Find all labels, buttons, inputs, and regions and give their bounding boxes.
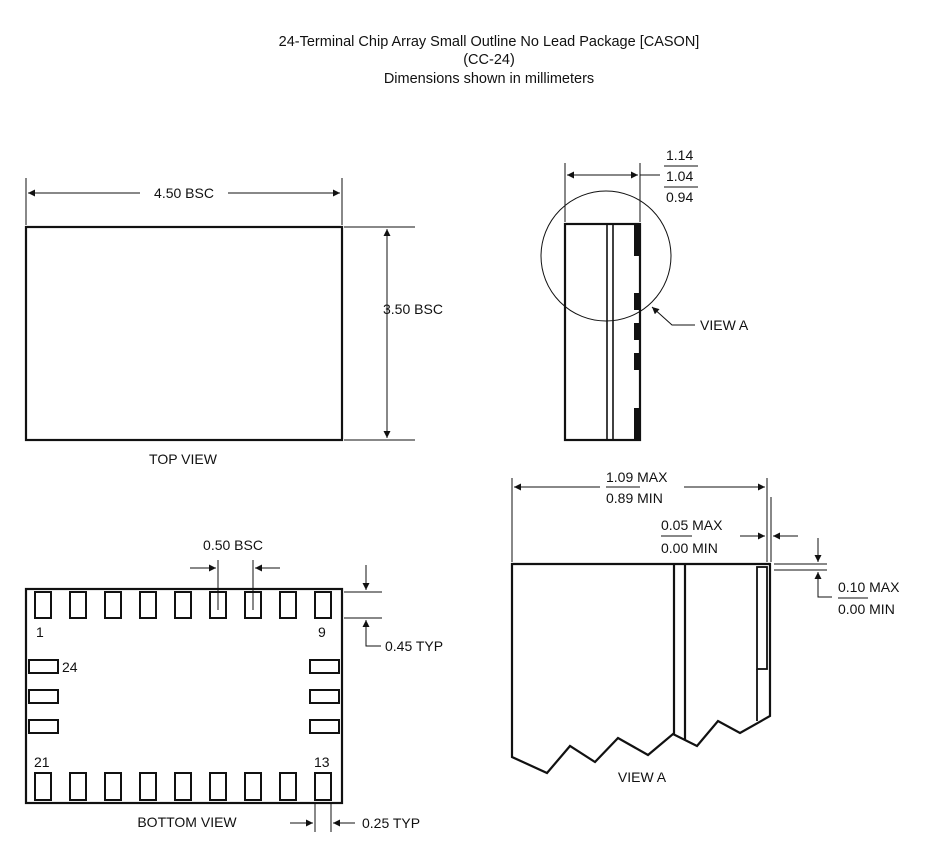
top-view: 4.50 BSC 3.50 BSC TOP VIEW	[24, 178, 443, 467]
pad-width-dimension: 0.25 TYP	[362, 815, 420, 831]
view-a-detail-circle	[540, 190, 672, 322]
view-a-label: VIEW A	[618, 769, 667, 785]
bottom-view-label: BOTTOM VIEW	[137, 814, 237, 830]
height-max: 1.09 MAX	[606, 469, 668, 485]
pin-label-9: 9	[318, 624, 326, 640]
thickness-min: 0.94	[666, 189, 693, 205]
pitch-dimension: 0.50 BSC	[203, 537, 263, 553]
thickness-max: 1.14	[666, 147, 693, 163]
thickness-nominal: 1.04	[666, 168, 693, 184]
height-dimension: 3.50 BSC	[383, 301, 443, 317]
title-line-1: 24-Terminal Chip Array Small Outline No …	[279, 34, 700, 50]
pin-label-1: 1	[36, 624, 44, 640]
pad-length-dimension: 0.45 TYP	[385, 638, 443, 654]
title-line-2: (CC-24)	[463, 52, 515, 68]
bottom-view-body	[24, 587, 344, 805]
top-view-label: TOP VIEW	[149, 451, 218, 467]
side-view-body	[563, 222, 642, 442]
pin-label-24: 24	[62, 659, 78, 675]
top-view-body	[24, 225, 344, 442]
pad-offset-max: 0.10 MAX	[838, 579, 900, 595]
offset-min: 0.00 MIN	[661, 540, 718, 556]
bottom-view: 1 9 24 21 13 0.50 BSC 0.45 TYP 0.25 TYP …	[24, 537, 443, 832]
width-dimension: 4.50 BSC	[154, 185, 214, 201]
top-pads	[34, 591, 332, 619]
pin-label-13: 13	[314, 754, 330, 770]
offset-max: 0.05 MAX	[661, 517, 723, 533]
title-line-3: Dimensions shown in millimeters	[384, 71, 594, 87]
view-a-body	[510, 562, 772, 775]
side-pads	[28, 659, 340, 734]
view-a-detail: 1.09 MAX 0.89 MIN 0.05 MAX 0.00 MIN 0.10…	[510, 469, 900, 785]
bottom-pads	[34, 772, 332, 801]
pad-offset-min: 0.00 MIN	[838, 601, 895, 617]
side-view: 1.14 1.04 0.94 VIEW A	[540, 147, 749, 442]
view-a-callout: VIEW A	[700, 317, 749, 333]
height-min: 0.89 MIN	[606, 490, 663, 506]
pin-label-21: 21	[34, 754, 50, 770]
